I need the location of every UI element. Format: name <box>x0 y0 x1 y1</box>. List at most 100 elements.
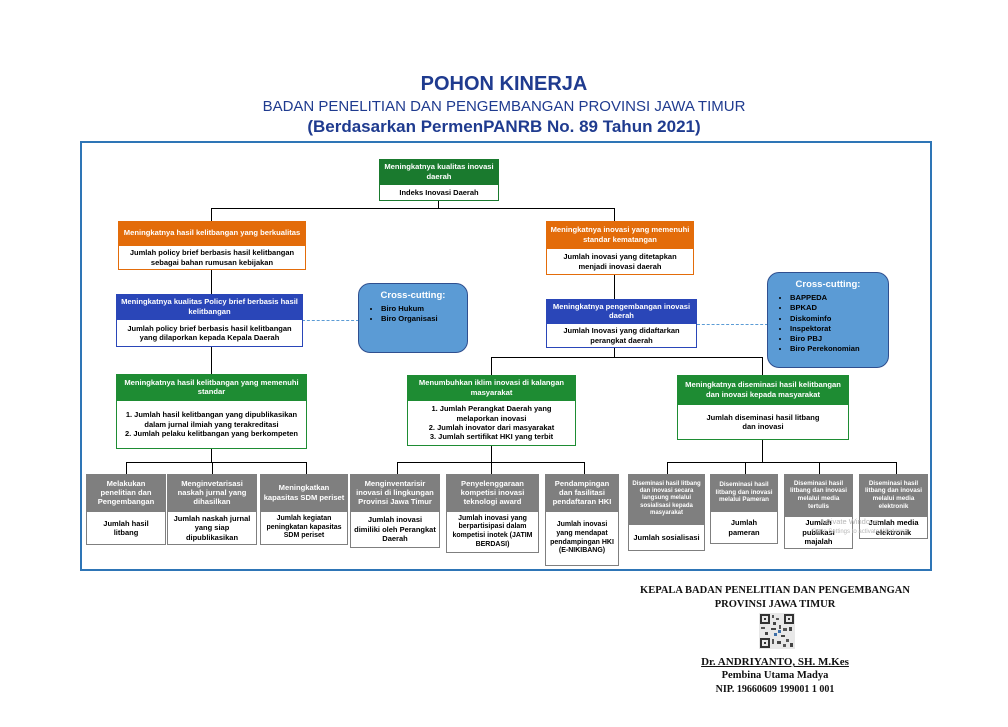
right-level2-node: Meningkatnya pengembangan inovasi daerah… <box>546 299 697 348</box>
cross-cutting-item: Biro Perekonomian <box>790 344 888 354</box>
connector <box>667 462 897 463</box>
left-level1-goal: Meningkatnya hasil kelitbangan yang berk… <box>118 221 306 245</box>
cross-cutting-title: Cross-cutting: <box>795 279 861 290</box>
connector <box>896 462 897 474</box>
l3-right-node: Meningkatnya diseminasi hasil kelitbanga… <box>677 375 849 440</box>
leaf-node: Diseminasi hasil litbang dan inovasi mel… <box>784 474 853 549</box>
l3-left-indicators: 1. Jumlah hasil kelitbangan yang dipubli… <box>116 400 307 449</box>
connector <box>491 462 492 474</box>
connector <box>397 462 398 474</box>
cross-cutting-item: BAPPEDA <box>790 293 888 303</box>
leaf-goal: Meningkatkan kapasitas SDM periset <box>260 474 348 511</box>
cross-cutting-item: Biro PBJ <box>790 334 888 344</box>
leaf-node: Diseminasi hasil litbang dan inovasi sec… <box>628 474 705 551</box>
leaf-goal: Menginventarisir inovasi di lingkungan P… <box>350 474 440 511</box>
l3-mid-indicators: 1. Jumlah Perangkat Daerah yang melapork… <box>407 400 576 446</box>
connector <box>491 357 762 358</box>
signature-position-2: PROVINSI JAWA TIMUR <box>714 599 836 610</box>
signature-name: Dr. ANDRIYANTO, SH. M.Kes <box>701 656 849 668</box>
connector <box>614 348 615 358</box>
leaf-node: Pendampingan dan fasilitasi pendaftaran … <box>545 474 619 566</box>
leaf-goal: Diseminasi hasil litbang dan inovasi sec… <box>628 474 705 524</box>
connector <box>211 208 615 209</box>
connector <box>491 446 492 463</box>
connector <box>614 208 615 221</box>
dashed-connector <box>302 320 359 321</box>
leaf-goal: Pendampingan dan fasilitasi pendaftaran … <box>545 474 619 511</box>
right-level2-goal: Meningkatnya pengembangan inovasi daerah <box>546 299 697 323</box>
watermark-line1: Activate Windows <box>820 517 880 526</box>
cross-cutting-item: Biro Hukum <box>381 304 467 314</box>
signature-position-1: KEPALA BADAN PENELITIAN DAN PENGEMBANGAN <box>640 585 910 596</box>
qr-code-icon <box>759 613 795 649</box>
leaf-indicator: Jumlah inovasi yang mendapat pendampinga… <box>545 511 619 566</box>
cross-cutting-left: Cross-cutting: Biro Hukum Biro Organisas… <box>358 283 468 353</box>
left-level1-indicator: Jumlah policy brief berbasis hasil kelit… <box>118 245 306 270</box>
right-level1-goal: Meningkatnya inovasi yang memenuhi stand… <box>546 221 694 248</box>
page-subtitle: BADAN PENELITIAN DAN PENGEMBANGAN PROVIN… <box>262 98 746 115</box>
connector <box>212 462 213 474</box>
leaf-goal: Penyelenggaraan kompetisi inovasi teknol… <box>446 474 539 511</box>
left-level1-node: Meningkatnya hasil kelitbangan yang berk… <box>118 221 306 270</box>
connector <box>211 208 212 221</box>
l3-left-goal: Meningkatnya hasil kelitbangan yang meme… <box>116 374 307 400</box>
connector <box>211 449 212 463</box>
connector <box>667 462 668 474</box>
leaf-indicator: Jumlah sosialisasi <box>628 524 705 551</box>
l3-mid-indicator-2: 2. Jumlah inovator dari masyarakat <box>428 423 555 432</box>
leaf-goal: Diseminasi hasil litbang dan inovasi mel… <box>859 474 928 516</box>
leaf-node: Diseminasi hasil litbang dan inovasi mel… <box>859 474 928 539</box>
l3-mid-indicator-3: 3. Jumlah sertifikat HKI yang terbit <box>429 432 554 442</box>
connector <box>745 462 746 474</box>
connector <box>126 462 127 474</box>
left-level2-indicator: Jumlah policy brief berbasis hasil kelit… <box>116 319 303 347</box>
connector <box>211 347 212 374</box>
diagram-frame <box>80 141 932 571</box>
l3-right-indicator: Jumlah diseminasi hasil litbang dan inov… <box>677 404 849 440</box>
cross-cutting-item: Inspektorat <box>790 324 888 334</box>
leaf-indicator: Jumlah inovasi dimiliki oleh Perangkat D… <box>350 511 440 548</box>
leaf-indicator: Jumlah kegiatan peningkatan kapasitas SD… <box>260 511 348 545</box>
connector <box>491 357 492 375</box>
l3-mid-node: Menumbuhkan iklim inovasi di kalangan ma… <box>407 375 576 446</box>
l3-mid-indicator-1: 1. Jumlah Perangkat Daerah yang melapork… <box>431 404 552 423</box>
connector <box>584 462 585 474</box>
leaf-node: Diseminasi hasil litbang dan inovasi mel… <box>710 474 778 544</box>
connector <box>306 462 307 474</box>
right-level1-indicator: Jumlah inovasi yang ditetapkan menjadi i… <box>546 248 694 275</box>
signature-nip: NIP. 19660609 199001 1 001 <box>715 684 835 695</box>
connector <box>126 462 307 463</box>
leaf-indicator: Jumlah hasil litbang <box>86 511 166 545</box>
leaf-node: Melakukan penelitian dan Pengembangan Ju… <box>86 474 166 545</box>
leaf-goal: Diseminasi hasil litbang dan inovasi mel… <box>710 474 778 511</box>
leaf-indicator: Jumlah publikasi majalah <box>784 516 853 549</box>
cross-cutting-item: Biro Organisasi <box>381 314 467 324</box>
connector <box>438 200 439 209</box>
connector <box>614 275 615 299</box>
cross-cutting-right: Cross-cutting: BAPPEDA BPKAD Diskominfo … <box>767 272 889 368</box>
watermark-line2: Go to Settings to activate Windows. <box>812 529 907 535</box>
page-basis: (Berdasarkan PermenPANRB No. 89 Tahun 20… <box>307 117 701 136</box>
connector <box>211 270 212 294</box>
leaf-node: Menginvetarisasi naskah jurnal yang diha… <box>167 474 257 545</box>
cross-cutting-item: Diskominfo <box>790 314 888 324</box>
l3-mid-goal: Menumbuhkan iklim inovasi di kalangan ma… <box>407 375 576 400</box>
leaf-goal: Menginvetarisasi naskah jurnal yang diha… <box>167 474 257 511</box>
root-node: Meningkatnya kualitas inovasi daerah Ind… <box>379 159 499 201</box>
connector <box>762 440 763 463</box>
root-indicator: Indeks Inovasi Daerah <box>379 184 499 201</box>
leaf-goal: Diseminasi hasil litbang dan inovasi mel… <box>784 474 853 516</box>
root-goal: Meningkatnya kualitas inovasi daerah <box>379 159 499 184</box>
cross-cutting-item: BPKAD <box>790 303 888 313</box>
left-level2-goal: Meningkatnya kualitas Policy brief berba… <box>116 294 303 319</box>
left-level2-node: Meningkatnya kualitas Policy brief berba… <box>116 294 303 347</box>
leaf-goal: Melakukan penelitian dan Pengembangan <box>86 474 166 511</box>
right-level1-node: Meningkatnya inovasi yang memenuhi stand… <box>546 221 694 275</box>
page-title: POHON KINERJA <box>420 73 588 95</box>
l3-left-indicator-2: 2. Jumlah pelaku kelitbangan yang berkom… <box>125 429 298 439</box>
connector <box>819 462 820 474</box>
leaf-indicator: Jumlah pameran <box>710 511 778 544</box>
leaf-node: Penyelenggaraan kompetisi inovasi teknol… <box>446 474 539 553</box>
connector <box>762 357 763 375</box>
signature-rank: Pembina Utama Madya <box>721 670 829 681</box>
